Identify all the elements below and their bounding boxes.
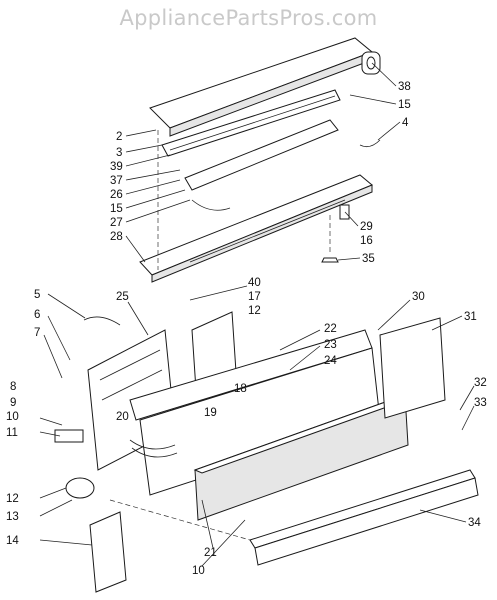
callout-label: 31 — [464, 311, 477, 323]
callout-label: 33 — [474, 397, 487, 409]
callout-label: 23 — [324, 339, 337, 351]
callout-label: 40 — [248, 277, 261, 289]
callout-label: 5 — [34, 289, 40, 301]
callout-label: 16 — [360, 235, 373, 247]
callout-label: 14 — [6, 535, 19, 547]
callout-label: 38 — [398, 81, 411, 93]
watermark: AppliancePartsPros.com — [119, 6, 378, 30]
leader-lines — [39, 62, 475, 567]
callout-label: 15 — [110, 203, 123, 215]
callout-label: 39 — [110, 161, 123, 173]
callout-label: 6 — [34, 309, 40, 321]
callout-label: 20 — [116, 411, 129, 423]
callout-label: 3 — [116, 147, 122, 159]
callout-label: 17 — [248, 291, 261, 303]
callout-label: 21 — [204, 547, 217, 559]
callout-labels: 2 3 39 37 26 15 27 28 38 15 4 29 16 35 5… — [6, 81, 487, 577]
callout-label: 37 — [110, 175, 123, 187]
callout-label: 34 — [468, 517, 481, 529]
callout-label: 10 — [6, 411, 19, 423]
top-trim-assembly — [139, 37, 381, 283]
control-panel-assembly — [54, 311, 479, 593]
callout-label: 30 — [412, 291, 425, 303]
callout-label: 35 — [362, 253, 375, 265]
callout-label: 24 — [324, 355, 337, 367]
callout-label: 15 — [398, 99, 411, 111]
callout-label: 4 — [402, 117, 409, 129]
callout-label: 28 — [110, 231, 123, 243]
callout-label: 22 — [324, 323, 337, 335]
callout-label: 11 — [6, 427, 18, 439]
callout-label: 18 — [234, 383, 247, 395]
callout-label: 26 — [110, 189, 123, 201]
callout-label: 13 — [6, 511, 19, 523]
callout-label: 9 — [10, 397, 16, 409]
callout-label: 25 — [116, 291, 129, 303]
callout-label: 27 — [110, 217, 123, 229]
callout-label: 32 — [474, 377, 487, 389]
callout-label: 29 — [360, 221, 373, 233]
callout-label: 19 — [204, 407, 217, 419]
callout-label: 10 — [192, 565, 205, 577]
callout-label: 12 — [6, 493, 19, 505]
callout-label: 2 — [116, 131, 122, 143]
callout-label: 8 — [10, 381, 16, 393]
callout-label: 7 — [34, 327, 40, 339]
callout-label: 12 — [248, 305, 261, 317]
